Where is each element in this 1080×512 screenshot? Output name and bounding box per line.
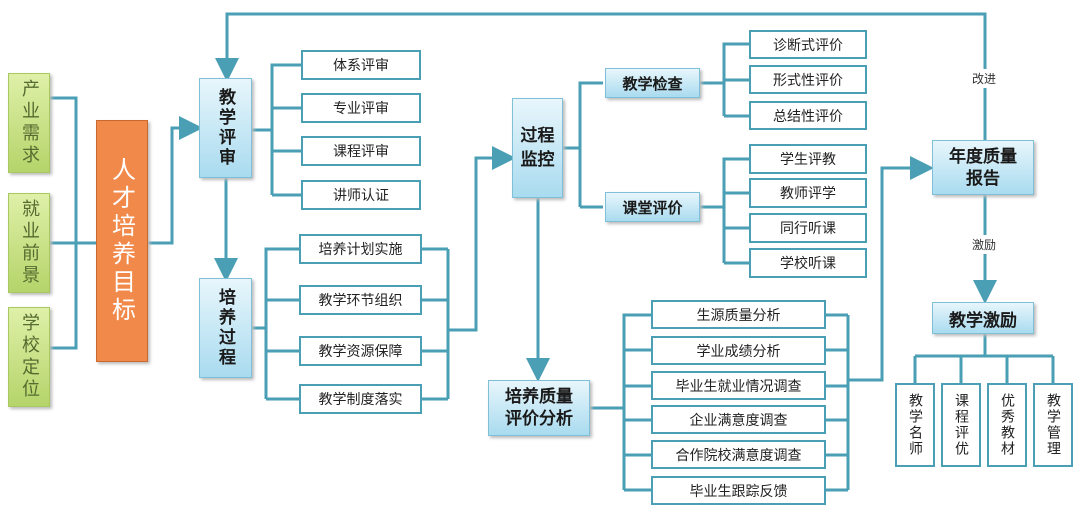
teaching-inspection-box: 教学检查 <box>605 68 700 98</box>
classroom-item: 学生评教 <box>749 144 867 174</box>
incentive-item: 优秀教材 <box>987 383 1027 467</box>
incentive-item: 课程评优 <box>941 383 981 467</box>
classroom-item: 学校听课 <box>749 248 867 278</box>
analysis-item: 企业满意度调查 <box>651 405 826 434</box>
annual-report-box: 年度质量报告 <box>932 140 1034 195</box>
analysis-item: 毕业生跟踪反馈 <box>651 476 826 505</box>
inspection-item: 形式性评价 <box>749 65 867 94</box>
analysis-item: 毕业生就业情况调查 <box>651 371 826 400</box>
incentive-item: 教学名师 <box>895 383 935 467</box>
inspection-item: 诊断式评价 <box>749 30 867 59</box>
input-industry-demand: 产业需求 <box>8 73 50 173</box>
inspection-item: 总结性评价 <box>749 101 867 130</box>
talent-goal-box: 人才培养目标 <box>96 120 148 362</box>
analysis-item: 生源质量分析 <box>651 300 826 329</box>
review-item: 课程评审 <box>301 136 421 166</box>
review-item: 讲师认证 <box>301 180 421 210</box>
process-item: 教学资源保障 <box>299 336 422 366</box>
process-item: 教学环节组织 <box>299 285 422 315</box>
process-item: 教学制度落实 <box>299 384 422 414</box>
teaching-incentive-box: 教学激励 <box>932 302 1034 334</box>
input-school-positioning: 学校定位 <box>8 307 50 407</box>
incentive-item: 教学管理 <box>1033 383 1073 467</box>
classroom-item: 教师评学 <box>749 178 867 208</box>
analysis-item: 合作院校满意度调查 <box>651 440 826 469</box>
classroom-item: 同行听课 <box>749 213 867 243</box>
analysis-item: 学业成绩分析 <box>651 336 826 365</box>
incentive-label: 激励 <box>970 235 999 254</box>
process-item: 培养计划实施 <box>299 234 422 264</box>
input-employment-prospect: 就业前景 <box>8 193 50 293</box>
classroom-evaluation-box: 课堂评价 <box>605 192 700 222</box>
improve-label: 改进 <box>970 69 999 88</box>
review-item: 体系评审 <box>301 50 421 80</box>
training-process-box: 培养过程 <box>199 278 252 378</box>
quality-analysis-box: 培养质量评价分析 <box>488 380 590 436</box>
review-item: 专业评审 <box>301 93 421 123</box>
process-monitoring-box: 过程监控 <box>512 98 563 198</box>
teaching-review-box: 教学评审 <box>199 78 252 178</box>
